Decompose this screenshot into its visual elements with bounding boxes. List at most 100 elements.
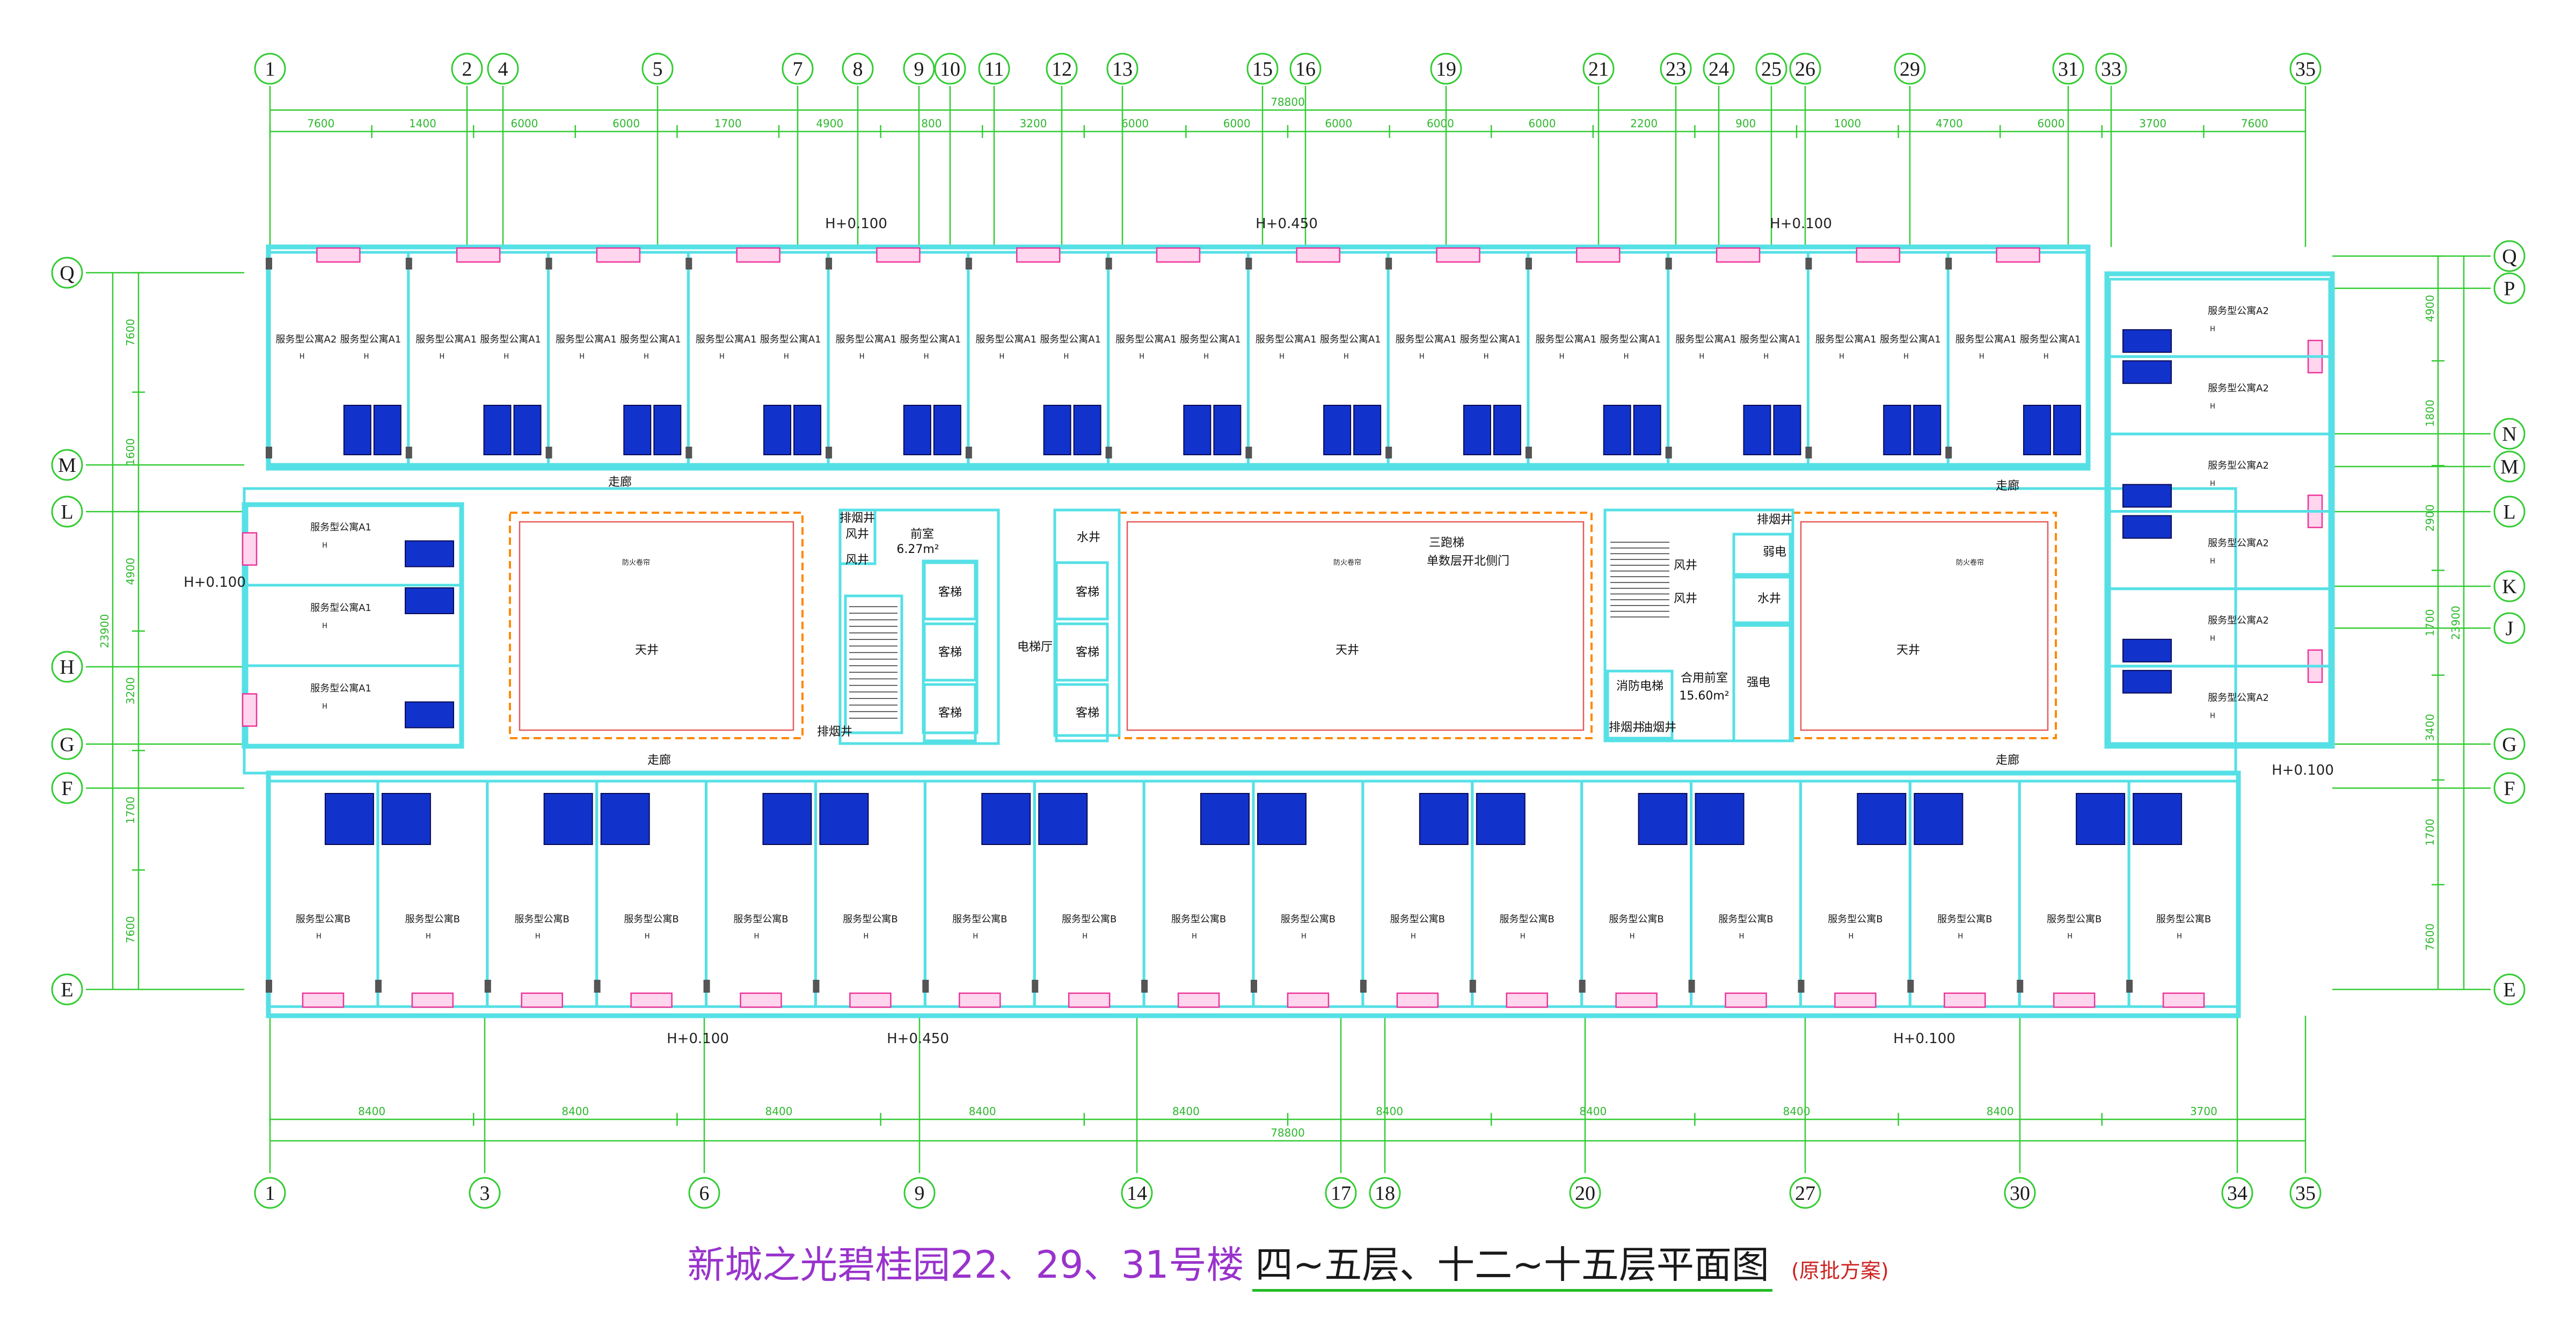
grid-label-top-1: 1 xyxy=(265,58,275,81)
north-unit-label-a: 服务型公寓A1 xyxy=(415,334,477,345)
south-bathroom xyxy=(1476,793,1526,845)
grid-bubble-top-8 xyxy=(842,53,874,85)
dim-right-seg: 1700 xyxy=(2424,819,2436,846)
grid-label-bottom-18: 18 xyxy=(1375,1182,1395,1205)
north-window xyxy=(1016,247,1061,263)
south-h-mark: H xyxy=(754,933,760,941)
grid-label-bottom-35: 35 xyxy=(2295,1182,2316,1205)
south-column xyxy=(1688,980,1695,993)
south-bathroom xyxy=(2133,793,2183,845)
grid-label-left-E: E xyxy=(61,979,73,1001)
north-bathroom xyxy=(1633,405,1661,455)
grid-label-bottom-30: 30 xyxy=(2010,1182,2030,1205)
south-window xyxy=(740,992,782,1008)
south-unit-label: 服务型公寓B xyxy=(2047,914,2101,925)
north-window xyxy=(1856,247,1901,263)
south-column xyxy=(266,980,272,993)
south-window xyxy=(1396,992,1439,1008)
north-unit-label-b: 服务型公寓A1 xyxy=(480,334,541,345)
atrium-east: 天井 防火卷帘 xyxy=(1792,512,2057,739)
dim-top-seg: 6000 xyxy=(511,117,538,130)
north-bathroom xyxy=(343,405,371,455)
south-column xyxy=(703,980,710,993)
south-column xyxy=(2017,980,2024,993)
core-left-elevator-3: 客梯 xyxy=(938,707,962,720)
grid-bubble-bottom-20 xyxy=(1569,1177,1601,1209)
grid-label-top-5: 5 xyxy=(653,58,663,81)
north-column xyxy=(1665,258,1672,270)
north-window xyxy=(876,247,921,263)
north-h-mark-b: H xyxy=(644,353,649,361)
south-unit-label: 服务型公寓B xyxy=(1718,914,1773,925)
grid-label-right-Q: Q xyxy=(2502,245,2516,268)
north-bathroom xyxy=(1493,405,1521,455)
grid-bubble-top-29 xyxy=(1894,53,1926,85)
fire-curtain-east: 防火卷帘 xyxy=(1956,558,1984,567)
north-column xyxy=(826,447,833,458)
south-h-mark: H xyxy=(1520,933,1526,941)
west-h-mark: H xyxy=(322,542,327,550)
south-bathroom xyxy=(2076,793,2126,845)
east-unit-label: 服务型公寓A2 xyxy=(2208,305,2269,317)
east-wing-outline xyxy=(2104,271,2335,749)
grid-label-top-7: 7 xyxy=(793,58,803,81)
grid-label-top-10: 10 xyxy=(940,58,960,81)
grid-bubble-right-F xyxy=(2493,772,2526,804)
grid-bubble-right-G xyxy=(2493,728,2526,760)
east-unit-label: 服务型公寓A2 xyxy=(2208,460,2269,471)
grid-bubble-right-E xyxy=(2493,973,2526,1006)
grid-label-bottom-14: 14 xyxy=(1127,1182,1147,1205)
north-column xyxy=(965,447,972,458)
dim-bottom-total: 78800 xyxy=(1271,1126,1305,1139)
dim-right-seg: 3400 xyxy=(2424,714,2436,741)
fire-curtain-west: 防火卷帘 xyxy=(622,558,650,567)
core-right-smoke-exhaust-bottom: 排烟井 xyxy=(1609,721,1644,734)
drawing-title: 新城之光碧桂园22、29、31号楼 四~五层、十二~十五层平面图 (原批方案) xyxy=(0,1235,2576,1292)
dim-top-seg: 7600 xyxy=(2241,117,2268,130)
north-column xyxy=(965,258,972,270)
north-unit-label-b: 服务型公寓A1 xyxy=(900,334,961,345)
core-left: 排烟井 风井 风井 前室 6.27m² 客梯 客梯 客梯 排烟井 xyxy=(817,508,1000,745)
south-unit-label: 服务型公寓B xyxy=(2156,914,2211,925)
north-unit-label-b: 服务型公寓A1 xyxy=(760,334,821,345)
grid-label-top-16: 16 xyxy=(1295,58,1316,81)
south-h-mark: H xyxy=(426,933,431,941)
south-h-mark: H xyxy=(535,933,541,941)
core-left-elevator-1: 客梯 xyxy=(938,586,962,599)
north-column xyxy=(1385,258,1392,270)
grid-label-top-11: 11 xyxy=(984,58,1004,81)
grid-bubble-top-11 xyxy=(978,53,1010,85)
dim-top-seg: 6000 xyxy=(612,117,640,130)
north-column xyxy=(1945,447,1952,458)
core-right-wind-shaft-1: 风井 xyxy=(1674,559,1697,572)
stair-left xyxy=(849,606,897,719)
atrium-east-label: 天井 xyxy=(1896,644,1920,657)
south-h-mark: H xyxy=(1848,933,1853,941)
elevation-top-center: H+0.450 xyxy=(1256,216,1318,232)
north-unit-label-a: 服务型公寓A1 xyxy=(1115,334,1177,345)
grid-bubble-right-Q xyxy=(2493,240,2526,272)
south-window xyxy=(2053,992,2096,1008)
north-column xyxy=(1245,258,1252,270)
grid-label-top-23: 23 xyxy=(1666,58,1686,81)
core-right-shared-anteroom-area: 15.60m² xyxy=(1679,689,1729,703)
south-window xyxy=(1287,992,1330,1008)
elevator-shaft-4 xyxy=(1055,561,1109,621)
north-bathroom xyxy=(933,405,961,455)
dim-left-seg: 1600 xyxy=(124,438,137,465)
grid-label-bottom-1: 1 xyxy=(265,1182,275,1205)
north-unit-label-b: 服务型公寓A1 xyxy=(1880,334,1941,345)
grid-bubble-left-L xyxy=(51,496,83,528)
north-unit-label-b: 服务型公寓A1 xyxy=(2020,334,2081,345)
